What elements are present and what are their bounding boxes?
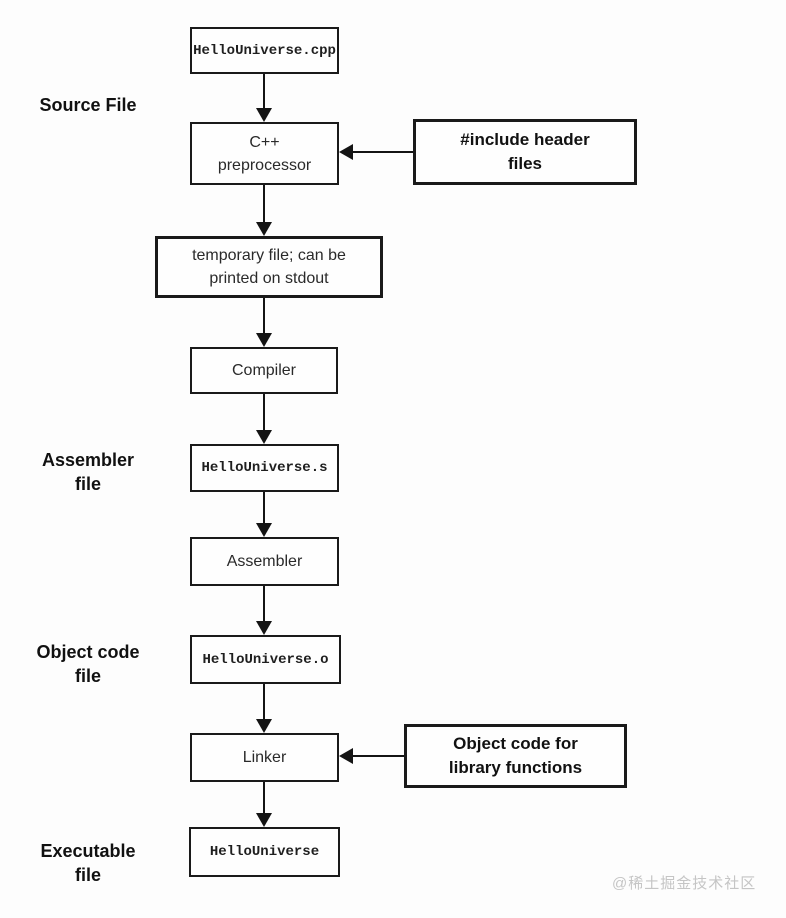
arrow-left-icon (339, 748, 353, 764)
arrow-line (263, 586, 265, 623)
arrow-down-icon (256, 621, 272, 635)
label-object-code-file: Object code file (36, 642, 140, 686)
label-executable-file: Executable file (40, 841, 136, 885)
arrow-down-icon (256, 430, 272, 444)
node-linker: Linker (190, 733, 339, 782)
annotation-include-headers: #include header files (413, 119, 637, 185)
node-temporary-file: temporary file; can be printed on stdout (155, 236, 383, 298)
node-assembly-file: HelloUniverse.s (190, 444, 339, 492)
arrow-left-icon (339, 144, 353, 160)
arrow-down-icon (256, 108, 272, 122)
arrow-line (263, 394, 265, 432)
annotation-object-code-library: Object code for library functions (404, 724, 627, 788)
node-assembler: Assembler (190, 537, 339, 586)
arrow-line (352, 151, 413, 153)
node-executable: HelloUniverse (189, 827, 340, 877)
arrow-line (263, 185, 265, 224)
node-source-cpp-file: HelloUniverse.cpp (190, 27, 339, 74)
arrow-down-icon (256, 813, 272, 827)
node-cpp-preprocessor: C++ preprocessor (190, 122, 339, 185)
arrow-line (263, 684, 265, 721)
arrow-down-icon (256, 523, 272, 537)
label-source-file: Source File (39, 95, 137, 115)
arrow-down-icon (256, 333, 272, 347)
arrow-down-icon (256, 222, 272, 236)
arrow-down-icon (256, 719, 272, 733)
node-compiler: Compiler (190, 347, 338, 394)
watermark-text: @稀土掘金技术社区 (612, 875, 757, 892)
node-object-file: HelloUniverse.o (190, 635, 341, 684)
arrow-line (263, 782, 265, 815)
label-assembler-file: Assembler file (41, 450, 135, 494)
arrow-line (263, 74, 265, 110)
arrow-line (263, 298, 265, 335)
arrow-line (263, 492, 265, 525)
arrow-line (352, 755, 404, 757)
